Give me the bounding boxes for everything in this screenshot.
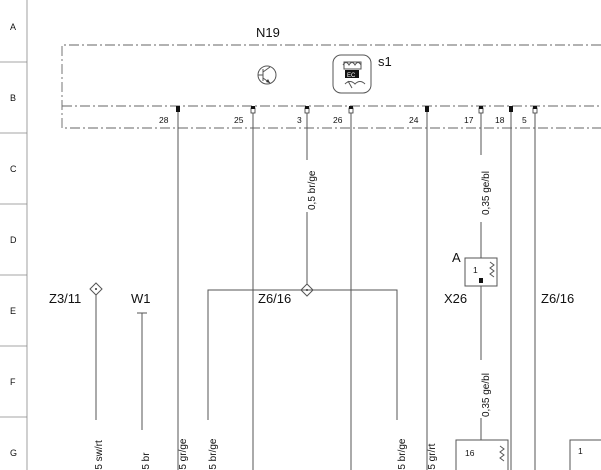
wire-label-pin3: 0,5 br/ge <box>307 170 318 210</box>
connector-lower-pin: 16 <box>465 448 475 458</box>
connector-lower-spring <box>499 445 505 462</box>
pin-terminal-24 <box>425 106 429 112</box>
connector-x26-spring <box>489 261 495 278</box>
connector-x26: 1 <box>464 257 498 287</box>
pin-terminal-18 <box>509 106 513 112</box>
wire-labels: 0,5 br/ge 0,35 ge/bl 0,35 ge/bl 0,5 sw/r… <box>94 170 492 470</box>
connector-far-right: 1 <box>569 439 601 470</box>
pin-terminal-5-cap <box>533 106 537 109</box>
pin-terminals: 28 25 3 26 24 17 18 5 <box>159 106 538 125</box>
rear-defroster-icon: EC <box>332 54 372 94</box>
pin-label-5: 5 <box>522 115 527 125</box>
connector-lower: 16 <box>455 439 509 470</box>
connector-z3-11-label: Z3/11 <box>49 291 81 306</box>
connector-a-label: A <box>452 250 461 265</box>
transistor-icon <box>257 65 277 85</box>
wire-label-bottom: 0,5 br/ge <box>397 438 408 470</box>
row-marker-f: F <box>10 377 16 387</box>
switch-label: s1 <box>378 54 392 69</box>
splice-diamond-z3-11 <box>89 282 103 296</box>
row-marker-b: B <box>10 93 16 103</box>
splice-diamond-z6-16 <box>300 283 314 297</box>
connector-x26-label: X26 <box>444 291 467 306</box>
row-marker-c: C <box>10 164 17 174</box>
pin-terminal-17-cap <box>479 106 483 109</box>
connector-far-right-box <box>569 439 601 470</box>
connector-z6-16-label: Z6/16 <box>258 291 291 306</box>
wire-label-bottom: 0,5 br/ge <box>208 438 219 470</box>
wire-label-bottom: 0,5 gr/rt <box>427 443 438 470</box>
module-name: N19 <box>256 25 280 40</box>
pin-terminal-25-cap <box>251 106 255 109</box>
connector-x26-pin <box>479 278 483 283</box>
pin-label-24: 24 <box>409 115 419 125</box>
pin-label-28: 28 <box>159 115 169 125</box>
pin-label-3: 3 <box>297 115 302 125</box>
splice-points <box>89 282 314 297</box>
module-n19: N19 EC s1 <box>61 25 601 129</box>
grid-ruler: A B C D E F G <box>0 0 28 470</box>
wire-label-pin17-upper: 0,35 ge/bl <box>481 171 492 215</box>
module-outline <box>61 44 601 129</box>
connector-x26-box <box>464 257 498 287</box>
wire-label-bottom: 0,5 gr/ge <box>178 438 189 470</box>
pin-terminal-3-cap <box>305 106 309 109</box>
connector-a-pin: 1 <box>473 265 478 275</box>
connector-far-right-pin: 1 <box>578 446 583 456</box>
row-marker-a: A <box>10 22 16 32</box>
pin-terminal-26-cap <box>349 106 353 109</box>
connector-lower-box <box>455 439 509 470</box>
wire-label-bottom: 0,5 br <box>141 452 152 470</box>
row-marker-d: D <box>10 235 17 245</box>
svg-text:EC: EC <box>347 73 356 79</box>
pin-label-26: 26 <box>333 115 343 125</box>
pin-label-17: 17 <box>464 115 474 125</box>
pin-label-18: 18 <box>495 115 505 125</box>
ground-w1-label: W1 <box>131 291 151 306</box>
row-marker-g: G <box>10 448 17 458</box>
wires <box>95 112 536 470</box>
row-marker-e: E <box>10 306 16 316</box>
pin-label-25: 25 <box>234 115 244 125</box>
wire-label-pin17-lower: 0,35 ge/bl <box>481 373 492 417</box>
wire-label-bottom: 0,5 sw/rt <box>94 440 105 470</box>
pin-terminal-28 <box>176 106 180 112</box>
connector-z6-16-right-label: Z6/16 <box>541 291 574 306</box>
splice-bus-z6-16 <box>207 289 398 420</box>
